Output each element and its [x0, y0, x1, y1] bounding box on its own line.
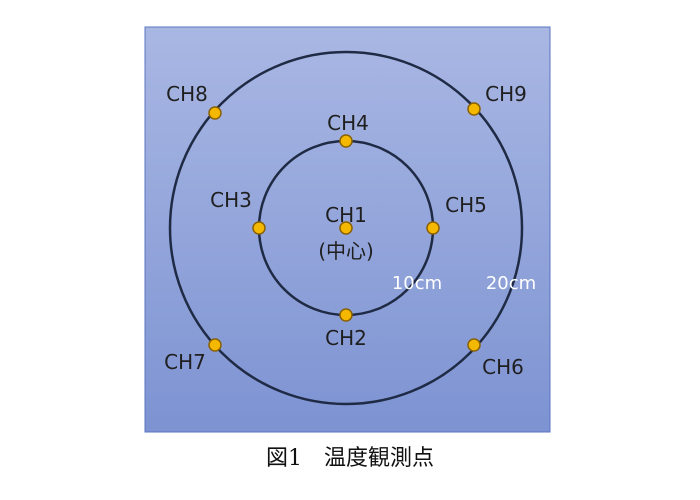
point-ch4 — [339, 134, 353, 148]
point-ch3 — [252, 221, 266, 235]
point-ch6 — [467, 338, 481, 352]
outer-ring-20cm — [168, 50, 524, 406]
label-ch8: CH8 — [166, 82, 208, 106]
label-ch4: CH4 — [327, 111, 369, 135]
label-ch7: CH7 — [164, 350, 206, 374]
label-ch9: CH9 — [485, 82, 527, 106]
point-ch5 — [426, 221, 440, 235]
point-ch8 — [208, 106, 222, 120]
label-ch2: CH2 — [325, 326, 367, 350]
point-ch2 — [339, 308, 353, 322]
figure-caption: 図1 温度観測点 — [266, 446, 434, 471]
label-ch5: CH5 — [445, 193, 487, 217]
distance-label-inner: 10cm — [392, 273, 442, 294]
label-ch1: CH1 — [325, 203, 367, 227]
point-ch1 — [339, 221, 353, 235]
label-center-note: (中心) — [318, 239, 374, 263]
label-ch3: CH3 — [210, 188, 252, 212]
label-ch6: CH6 — [482, 355, 524, 379]
distance-label-outer: 20cm — [486, 273, 536, 294]
point-ch9 — [467, 102, 481, 116]
point-ch7 — [208, 338, 222, 352]
